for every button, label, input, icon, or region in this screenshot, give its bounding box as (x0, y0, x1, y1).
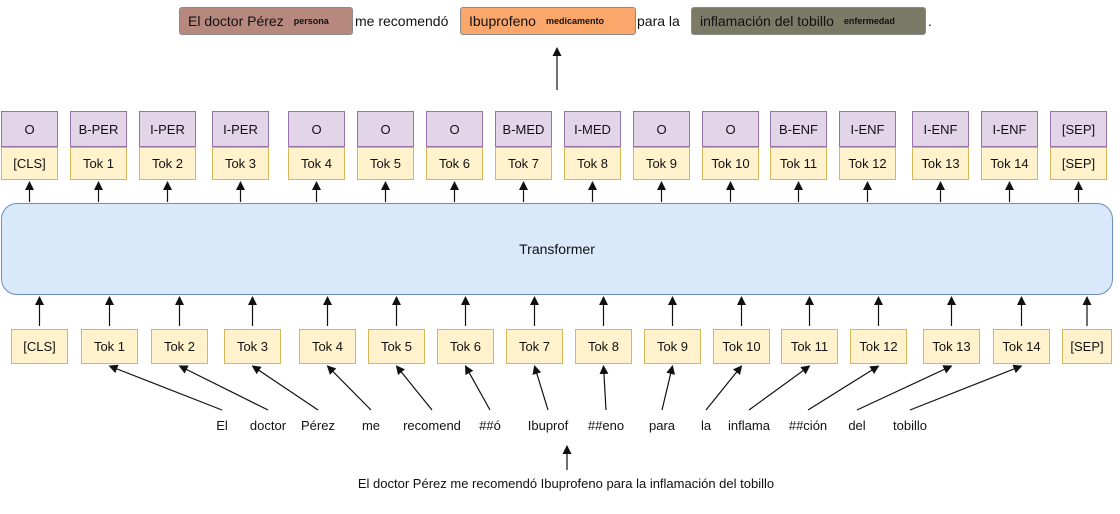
entity-tag: medicamento (545, 16, 604, 26)
wordpiece: inflama (728, 418, 770, 433)
arrow-wordpiece-to-token (599, 365, 609, 411)
wordpiece: doctor (249, 418, 287, 433)
input-token: [CLS] (11, 329, 68, 364)
output-token: Tok 14 (981, 147, 1038, 180)
transformer-block: Transformer (1, 203, 1113, 295)
label-box: O (357, 111, 414, 147)
label-box: O (633, 111, 690, 147)
sentence-text: me recomendó (355, 13, 449, 29)
sentence-text: . (928, 13, 932, 29)
label-box: I-PER (139, 111, 196, 147)
input-token: Tok 9 (644, 329, 701, 364)
wordpiece: recomend (403, 418, 461, 433)
wordpiece: El (216, 418, 228, 433)
input-token: Tok 1 (81, 329, 138, 364)
entity-text: inflamación del tobillo (700, 13, 834, 29)
output-token: Tok 12 (839, 147, 896, 180)
output-token: Tok 6 (426, 147, 483, 180)
label-box: B-MED (495, 111, 552, 147)
input-token: Tok 4 (299, 329, 356, 364)
sentence-text: para la (637, 13, 680, 29)
output-token: Tok 4 (288, 147, 345, 180)
input-token: Tok 2 (151, 329, 208, 364)
entity-span-medicamento: Ibuprofeno medicamento (460, 7, 636, 35)
label-box: I-MED (564, 111, 621, 147)
label-box: O (702, 111, 759, 147)
label-box: O (426, 111, 483, 147)
label-box: B-ENF (770, 111, 827, 147)
arrow-wordpiece-to-token (532, 365, 549, 411)
arrow-wordpiece-to-token (464, 365, 491, 411)
arrow-wordpiece-to-token (856, 365, 953, 411)
entity-text: El doctor Pérez (188, 13, 284, 29)
label-box: B-PER (70, 111, 127, 147)
wordpiece: me (361, 418, 381, 433)
entity-text: Ibuprofeno (469, 13, 536, 29)
arrow-wordpiece-to-token (326, 365, 372, 411)
label-box: O (1, 111, 58, 147)
wordpiece: ##eno (587, 418, 625, 433)
wordpiece: Ibuprof (527, 418, 569, 433)
input-token: Tok 12 (850, 329, 907, 364)
output-token: Tok 5 (357, 147, 414, 180)
input-token: Tok 6 (437, 329, 494, 364)
wordpiece: ##ción (788, 418, 828, 433)
arrow-wordpiece-to-token (178, 365, 269, 411)
output-token: Tok 9 (633, 147, 690, 180)
input-token: Tok 3 (224, 329, 281, 364)
wordpiece: tobillo (893, 418, 927, 433)
output-token: Tok 11 (770, 147, 827, 180)
output-token: Tok 1 (70, 147, 127, 180)
output-token: [CLS] (1, 147, 58, 180)
input-token: Tok 5 (368, 329, 425, 364)
transformer-label: Transformer (519, 241, 595, 257)
output-token: Tok 7 (495, 147, 552, 180)
input-token: [SEP] (1062, 329, 1112, 364)
arrow-wordpiece-to-token (395, 365, 433, 411)
arrow-wordpiece-to-token (661, 365, 676, 411)
output-token: Tok 2 (139, 147, 196, 180)
input-token: Tok 10 (713, 329, 770, 364)
input-token: Tok 7 (506, 329, 563, 364)
wordpiece: Pérez (301, 418, 335, 433)
label-box: I-PER (212, 111, 269, 147)
entity-span-enfermedad: inflamación del tobillo enfermedad (691, 7, 926, 35)
input-token: Tok 14 (993, 329, 1050, 364)
arrow-wordpiece-to-token (705, 365, 743, 411)
output-token: Tok 3 (212, 147, 269, 180)
output-token: Tok 10 (702, 147, 759, 180)
entity-tag: enfermedad (843, 16, 895, 26)
label-box: I-ENF (912, 111, 969, 147)
arrow-wordpiece-to-token (108, 364, 223, 411)
wordpiece: la (700, 418, 712, 433)
wordpiece: ##ó (479, 418, 501, 433)
input-token: Tok 8 (575, 329, 632, 364)
arrow-wordpiece-to-token (748, 365, 811, 411)
wordpiece: para (648, 418, 676, 433)
entity-span-persona: El doctor Pérez persona (179, 7, 353, 35)
arrow-wordpiece-to-token (807, 365, 880, 411)
output-token: Tok 8 (564, 147, 621, 180)
input-sentence: El doctor Pérez me recomendó Ibuprofeno … (357, 476, 775, 491)
input-token: Tok 11 (781, 329, 838, 364)
label-box: O (288, 111, 345, 147)
label-box: I-ENF (839, 111, 896, 147)
arrow-wordpiece-to-token (909, 364, 1023, 411)
arrow-wordpiece-to-token (251, 365, 319, 411)
label-box: I-ENF (981, 111, 1038, 147)
output-token: [SEP] (1050, 147, 1107, 180)
input-token: Tok 13 (923, 329, 980, 364)
entity-tag: persona (293, 16, 329, 26)
label-box: [SEP] (1050, 111, 1107, 147)
wordpiece: del (848, 418, 866, 433)
output-token: Tok 13 (912, 147, 969, 180)
